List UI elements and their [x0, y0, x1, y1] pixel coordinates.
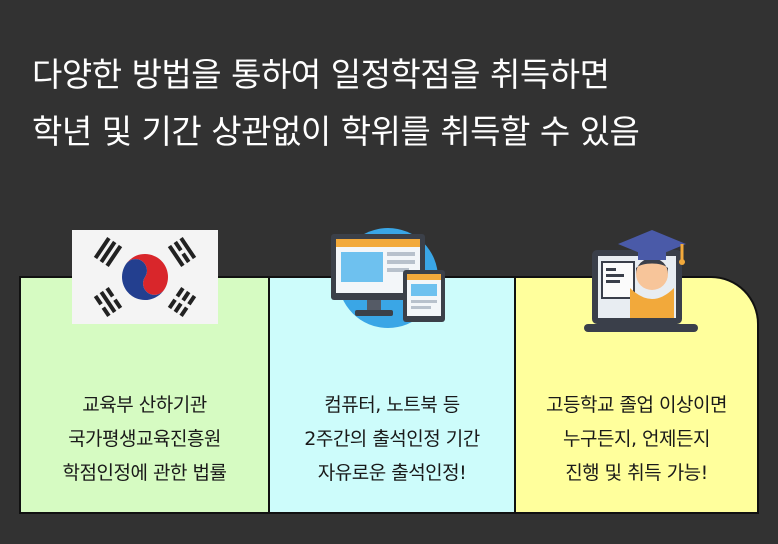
computer-laptop-icon — [331, 228, 445, 328]
korean-flag-icon — [72, 230, 218, 324]
card-line: 교육부 산하기관 — [82, 394, 207, 416]
card-text: 컴퓨터, 노트북 등 2주간의 출석인정 기간 자유로운 출석인정! — [270, 388, 514, 490]
graduate-laptop-icon — [584, 230, 698, 332]
card-line: 누구든지, 언제든지 — [563, 428, 710, 450]
card-text: 교육부 산하기관 국가평생교육진흥원 학점인정에 관한 법률 — [21, 388, 268, 490]
card-line: 2주간의 출석인정 기간 — [304, 428, 480, 450]
card-line: 진행 및 취득 가능! — [565, 462, 708, 484]
card-line: 학점인정에 관한 법률 — [62, 462, 227, 484]
card-line: 컴퓨터, 노트북 등 — [324, 394, 460, 416]
headline-line-2: 학년 및 기간 상관없이 학위를 취득할 수 있음 — [32, 112, 640, 151]
card-line: 자유로운 출석인정! — [317, 462, 467, 484]
card-attendance: 컴퓨터, 노트북 등 2주간의 출석인정 기간 자유로운 출석인정! — [268, 278, 514, 512]
card-line: 국가평생교육진흥원 — [68, 428, 221, 450]
headline: 다양한 방법을 통하여 일정학점을 취득하면 학년 및 기간 상관없이 학위를 … — [32, 46, 640, 160]
card-text: 고등학교 졸업 이상이면 누구든지, 언제든지 진행 및 취득 가능! — [516, 388, 757, 490]
card-line: 고등학교 졸업 이상이면 — [546, 394, 727, 416]
headline-line-1: 다양한 방법을 통하여 일정학점을 취득하면 — [32, 55, 610, 94]
info-cards: 교육부 산하기관 국가평생교육진흥원 학점인정에 관한 법률 컴퓨터, 노트북 … — [19, 276, 759, 514]
